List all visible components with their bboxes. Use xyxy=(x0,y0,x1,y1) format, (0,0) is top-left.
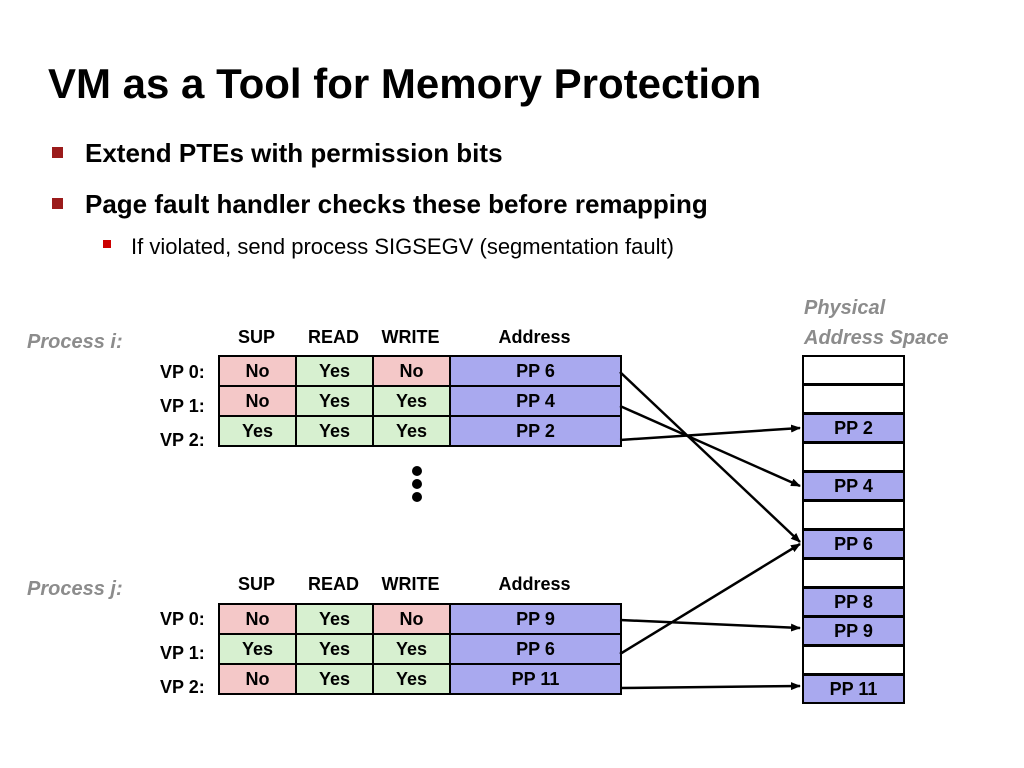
dot xyxy=(412,492,422,502)
read-cell: Yes xyxy=(295,355,374,387)
address-cell: PP 2 xyxy=(449,415,622,447)
sup-cell: No xyxy=(218,355,297,387)
table-row: No Yes No PP 9 xyxy=(218,603,622,635)
dot xyxy=(412,479,422,489)
read-cell: Yes xyxy=(295,663,374,695)
arrow-j-vp1-to-pp6 xyxy=(619,542,801,656)
header-sup: SUP xyxy=(237,327,275,347)
address-cell: PP 9 xyxy=(449,603,622,635)
read-cell: Yes xyxy=(295,385,374,417)
write-cell: Yes xyxy=(372,633,451,665)
table-row: No Yes Yes PP 11 xyxy=(218,663,622,695)
arrow-i-vp2-to-pp2 xyxy=(619,424,801,442)
process-i-vp1-label: VP 1: xyxy=(160,396,205,416)
process-j-label: Process j: xyxy=(27,578,123,600)
process-i-label: Process i: xyxy=(27,331,123,353)
physical-page-cell: PP 9 xyxy=(802,616,905,646)
bullet-1: Extend PTEs with permission bits xyxy=(52,138,503,169)
write-cell: Yes xyxy=(372,385,451,417)
arrow-j-vp2-to-pp11 xyxy=(619,682,801,691)
write-cell: Yes xyxy=(372,663,451,695)
arrow-i-vp0-to-pp6 xyxy=(619,371,801,543)
address-cell: PP 6 xyxy=(449,633,622,665)
physical-label-line-1: Physical xyxy=(804,297,886,319)
sup-cell: No xyxy=(218,603,297,635)
physical-page-cell: PP 11 xyxy=(802,674,905,704)
read-cell: Yes xyxy=(295,415,374,447)
process-i-page-table: No Yes No PP 6 No Yes Yes PP 4 Yes Yes Y… xyxy=(218,355,622,447)
bullet-text: Page fault handler checks these before r… xyxy=(85,189,708,219)
read-cell: Yes xyxy=(295,603,374,635)
bullet-square-icon xyxy=(52,146,63,158)
header-write: WRITE xyxy=(381,574,440,594)
header-sup: SUP xyxy=(237,574,275,594)
physical-page-cell: PP 8 xyxy=(802,587,905,617)
subbullet-1: If violated, send process SIGSEGV (segme… xyxy=(103,234,674,260)
sup-cell: No xyxy=(218,385,297,417)
write-cell: No xyxy=(372,603,451,635)
sup-cell: No xyxy=(218,663,297,695)
process-i-vp0-label: VP 0: xyxy=(160,362,205,382)
address-cell: PP 4 xyxy=(449,385,622,417)
write-cell: No xyxy=(372,355,451,387)
process-j-vp2-label: VP 2: xyxy=(160,677,205,697)
table-row: Yes Yes Yes PP 6 xyxy=(218,633,622,665)
table-row: No Yes No PP 6 xyxy=(218,355,622,387)
arrow-i-vp1-to-pp4 xyxy=(619,404,801,488)
subbullet-text: If violated, send process SIGSEGV (segme… xyxy=(131,234,674,259)
table-row: No Yes Yes PP 4 xyxy=(218,385,622,417)
header-read: READ xyxy=(307,574,359,594)
bullet-text: Extend PTEs with permission bits xyxy=(85,138,503,168)
physical-address-space-label: Physical Address Space xyxy=(804,293,949,353)
arrow-j-vp0-to-pp9 xyxy=(619,618,801,632)
header-address: Address xyxy=(498,574,571,594)
physical-page-cell xyxy=(802,355,905,385)
sup-cell: Yes xyxy=(218,415,297,447)
physical-memory-column: PP 2 PP 4 PP 6 PP 8 PP 9 PP 11 xyxy=(802,355,905,704)
header-write: WRITE xyxy=(381,327,440,347)
process-j-vp1-label: VP 1: xyxy=(160,643,205,663)
dot xyxy=(412,466,422,476)
read-cell: Yes xyxy=(295,633,374,665)
header-read: READ xyxy=(307,327,359,347)
table-row: Yes Yes Yes PP 2 xyxy=(218,415,622,447)
subbullet-square-icon xyxy=(103,240,111,249)
bullet-square-icon xyxy=(52,197,63,209)
address-cell: PP 11 xyxy=(449,663,622,695)
process-j-page-table: No Yes No PP 9 Yes Yes Yes PP 6 No Yes Y… xyxy=(218,603,622,695)
address-cell: PP 6 xyxy=(449,355,622,387)
process-i-vp2-label: VP 2: xyxy=(160,430,205,450)
slide-title: VM as a Tool for Memory Protection xyxy=(48,60,762,107)
header-address: Address xyxy=(498,327,571,347)
physical-label-line-2: Address Space xyxy=(804,327,949,349)
process-j-vp0-label: VP 0: xyxy=(160,609,205,629)
ellipsis-dots xyxy=(410,466,424,505)
bullet-2: Page fault handler checks these before r… xyxy=(52,189,708,220)
sup-cell: Yes xyxy=(218,633,297,665)
write-cell: Yes xyxy=(372,415,451,447)
physical-page-cell xyxy=(802,558,905,588)
